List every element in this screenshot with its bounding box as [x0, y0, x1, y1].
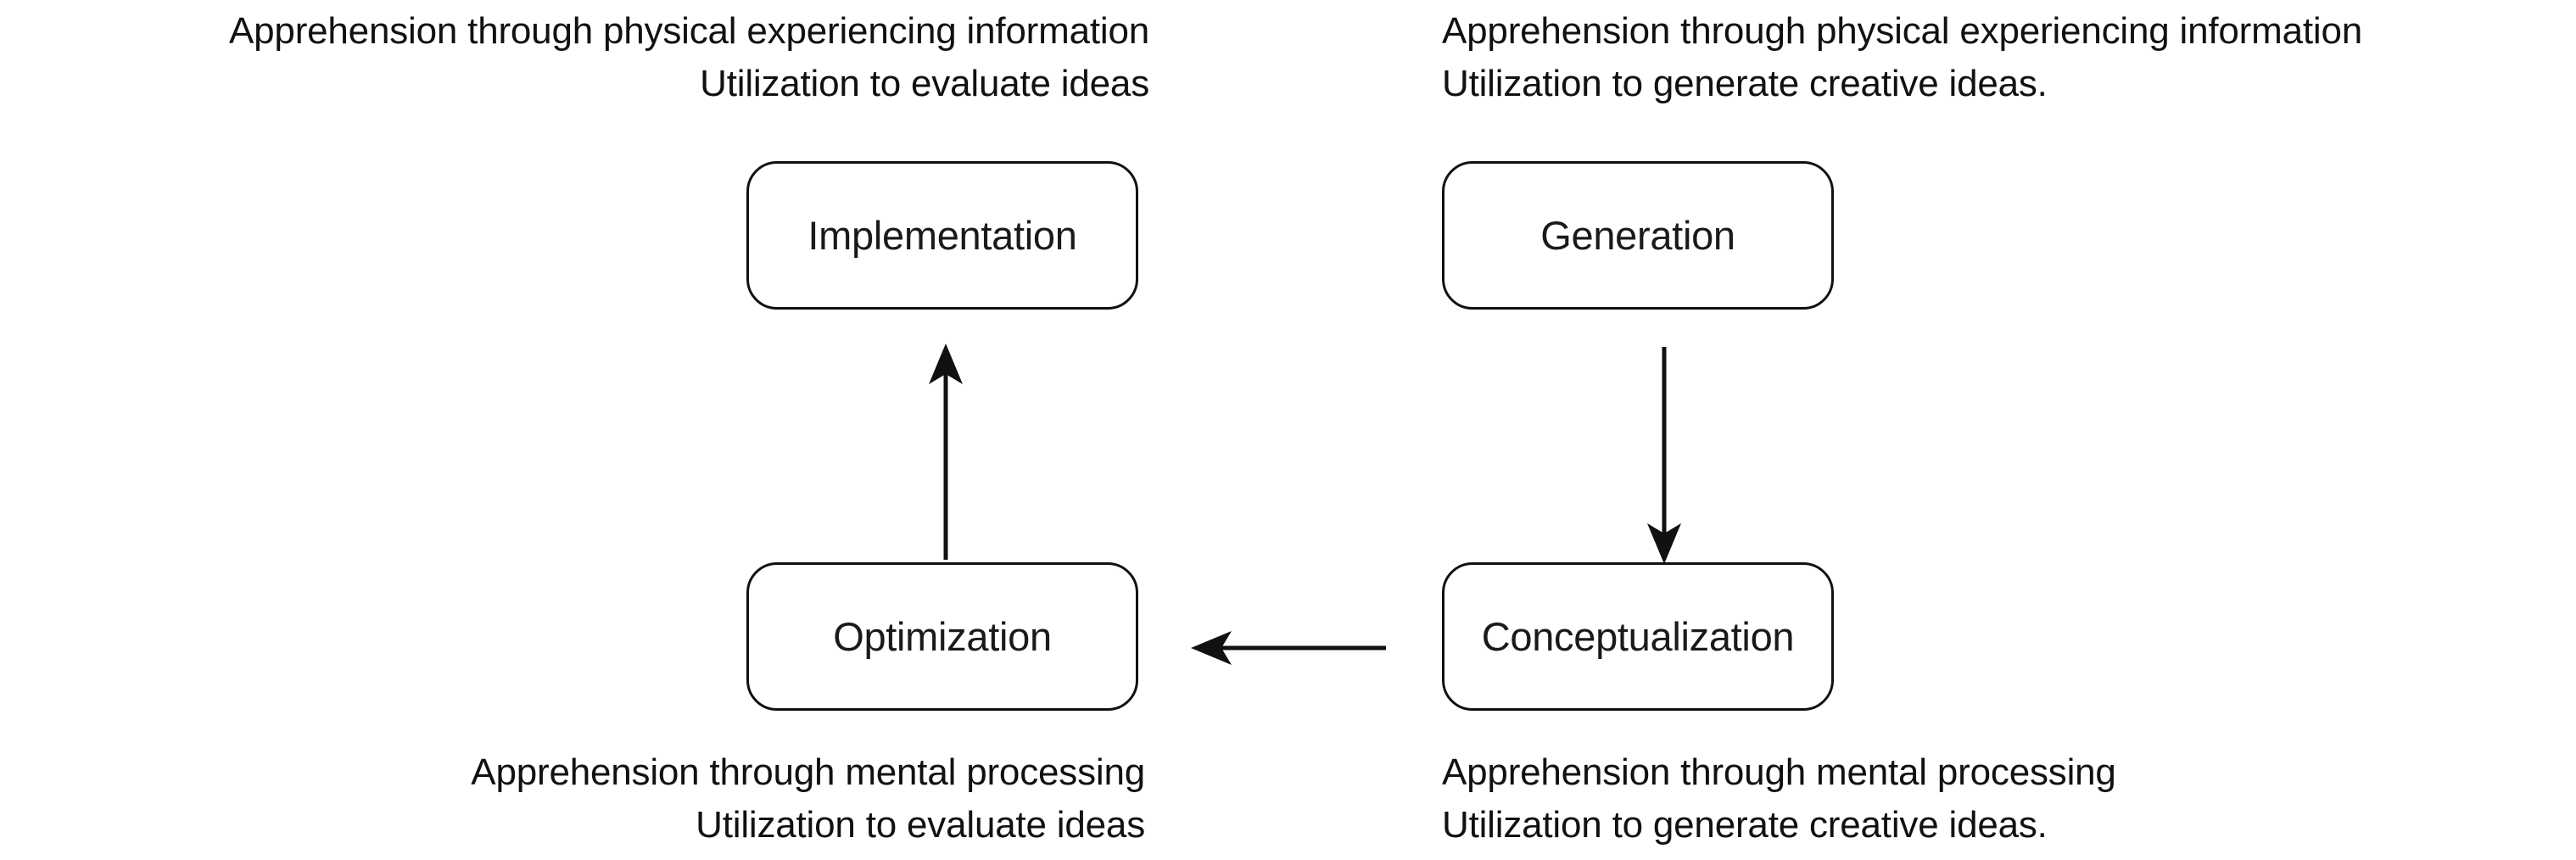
- annotation-top-left-line-2: Utilization to evaluate ideas: [700, 63, 1149, 104]
- node-generation-label: Generation: [1540, 213, 1735, 258]
- arrow-down-icon: [1647, 347, 1681, 564]
- node-implementation-label: Implementation: [807, 213, 1077, 258]
- annotation-top-right-line-1: Apprehension through physical experienci…: [1442, 10, 2362, 52]
- annotation-bottom-right-line-2: Utilization to generate creative ideas.: [1442, 804, 2048, 846]
- arrow-left-icon: [1191, 631, 1386, 665]
- annotation-top-left: Apprehension through physical experienci…: [17, 5, 1149, 110]
- node-conceptualization-label: Conceptualization: [1481, 614, 1795, 659]
- node-implementation[interactable]: Implementation: [746, 161, 1138, 310]
- node-optimization[interactable]: Optimization: [746, 562, 1138, 711]
- annotation-top-left-line-1: Apprehension through physical experienci…: [229, 10, 1149, 52]
- annotation-top-right-line-2: Utilization to generate creative ideas.: [1442, 63, 2048, 104]
- node-generation[interactable]: Generation: [1442, 161, 1834, 310]
- annotation-bottom-right: Apprehension through mental processing U…: [1442, 746, 2562, 852]
- annotation-top-right: Apprehension through physical experienci…: [1442, 5, 2562, 110]
- node-conceptualization[interactable]: Conceptualization: [1442, 562, 1834, 711]
- annotation-bottom-left-line-1: Apprehension through mental processing: [471, 751, 1145, 793]
- annotation-bottom-left: Apprehension through mental processing U…: [17, 746, 1145, 852]
- annotation-bottom-left-line-2: Utilization to evaluate ideas: [696, 804, 1145, 846]
- arrow-up-icon: [929, 343, 963, 560]
- node-optimization-label: Optimization: [833, 614, 1052, 659]
- annotation-bottom-right-line-1: Apprehension through mental processing: [1442, 751, 2116, 793]
